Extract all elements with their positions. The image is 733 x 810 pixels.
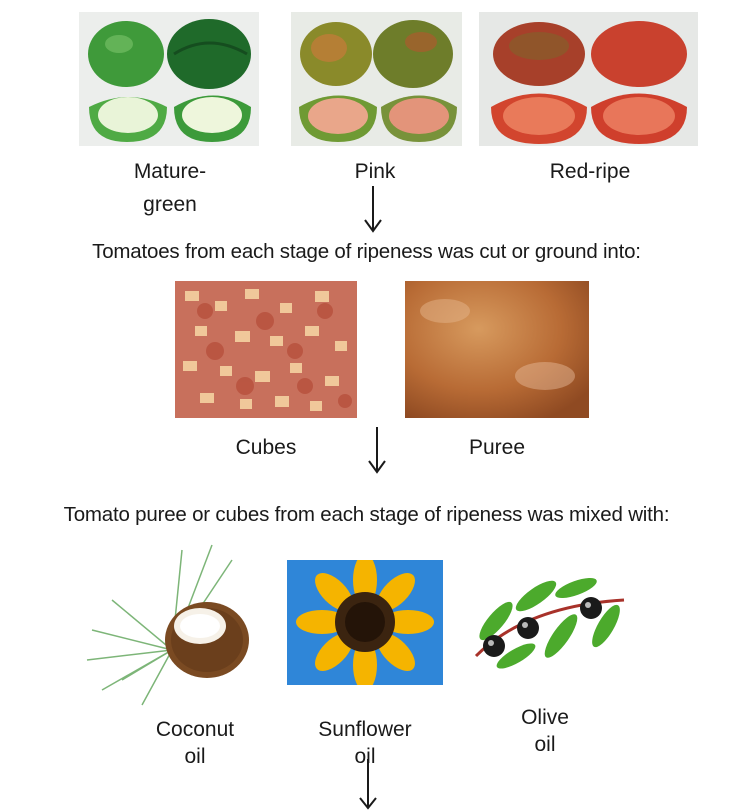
oil-label-coconut-line2: oil: [130, 743, 260, 770]
form-label-puree: Puree: [427, 434, 567, 461]
oil-label-olive-line2: oil: [480, 731, 610, 758]
coconut-illustration: [82, 540, 262, 708]
down-arrow-icon: [356, 757, 380, 810]
sunflower-photo: [287, 560, 443, 685]
oil-label-sunflower-line1: Sunflower: [300, 716, 430, 743]
olive-branch-illustration: [466, 566, 628, 676]
stage-label-mature-green-line2: green: [100, 191, 240, 218]
oil-label-olive: Olive oil: [480, 704, 610, 758]
down-arrow-icon: [365, 425, 389, 475]
tomato-puree-photo: [405, 281, 589, 418]
tomato-cubes-photo: [175, 281, 357, 418]
pink-tomato-photo: [291, 12, 462, 146]
stage-label-red-ripe: Red-ripe: [520, 158, 660, 185]
down-arrow-icon: [361, 184, 385, 234]
form-label-cubes: Cubes: [196, 434, 336, 461]
step2-text: Tomato puree or cubes from each stage of…: [0, 503, 733, 527]
mature-green-tomato-photo: [79, 12, 259, 146]
stage-label-mature-green: Mature- green: [100, 158, 240, 218]
oil-label-olive-line1: Olive: [480, 704, 610, 731]
stage-label-mature-green-line1: Mature-: [100, 158, 240, 185]
oil-label-coconut-line1: Coconut: [130, 716, 260, 743]
oil-label-coconut: Coconut oil: [130, 716, 260, 770]
step1-text: Tomatoes from each stage of ripeness was…: [0, 240, 733, 264]
stage-label-pink: Pink: [305, 158, 445, 185]
red-ripe-tomato-photo: [479, 12, 698, 146]
